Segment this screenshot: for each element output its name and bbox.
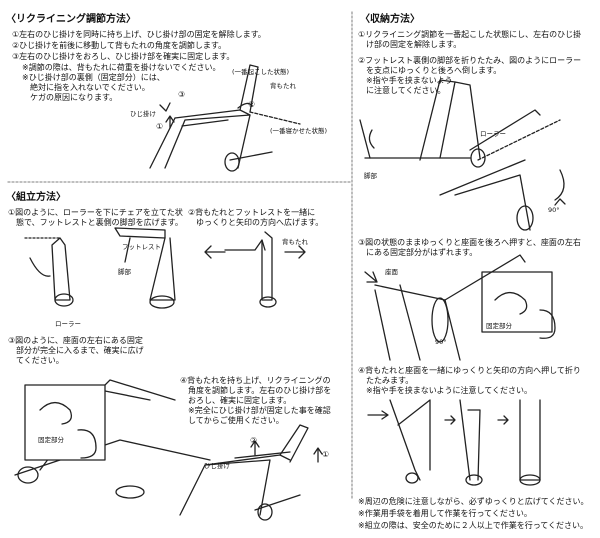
storage-fold-steps-drawing — [368, 400, 540, 485]
storage-seat-label: 座面 — [385, 268, 398, 276]
storage-roller-label: ローラー — [480, 130, 506, 138]
storage-step-4: ④背もたれと座面を一緒にゆっくりと矢印の方向へ押して折り たたみます。 ※指や手… — [358, 366, 581, 395]
assembly-step-4: ④背もたれを持ち上げ、リクライニングの 角度を調節します。左右のひじ掛け部を お… — [180, 376, 332, 425]
assembly-step-3: ③図のように、座面の左右にある固定 部分が完全に入るまで、確実に広げ てください… — [8, 336, 144, 365]
storage-angle-label-2: 90° — [435, 338, 447, 346]
assembly-footrest-label: フットレスト — [122, 243, 161, 251]
storage-unlock-drawing — [365, 255, 555, 360]
storage-angle-label-1: 90° — [548, 206, 560, 214]
assembly-heading: 〈組立方法〉 — [6, 192, 66, 203]
recline-num-2: ② — [248, 100, 256, 109]
recline-heading: 〈リクライニング調節方法〉 — [6, 14, 136, 25]
recline-num-1: ① — [156, 122, 164, 131]
assembly-step2-drawing — [205, 232, 305, 307]
recline-chair-drawing — [150, 65, 300, 171]
storage-heading: 〈収納方法〉 — [360, 14, 420, 25]
recline-backrest-label: 背もたれ — [270, 82, 296, 90]
storage-fold-drawing — [360, 80, 565, 230]
assembly-backrest-label: 背もたれ — [282, 238, 308, 246]
assembly-roller-label: ローラー — [55, 320, 81, 328]
recline-step-2: ②ひじ掛けを前後に移動して背もたれの角度を調節します。 — [12, 41, 227, 50]
assembly-step-1: ①図のように、ローラーを下にチェアを立てた状 態で、フットレストと裏側の脚部を広… — [8, 208, 183, 227]
recline-reclined-label: (一番寝かせた状態) — [270, 127, 328, 135]
storage-step-3: ③図の状態のままゆっくりと座面を後ろへ押すと、座面の左右 にある固定部分がはずれ… — [358, 238, 581, 257]
safety-note: ※作業用手袋を着用して作業を行ってください。 — [358, 509, 532, 518]
assembly-lock-label: 固定部分 — [38, 436, 64, 444]
assembly-step4-drawing — [180, 425, 322, 520]
recline-step-1: ①左右のひじ掛けを同時に持ち上げ、ひじ掛け部の固定を解除します。 — [12, 30, 266, 39]
recline-note: ※調節の際は、背もたれに荷重を掛けないでください。 ※ひじ掛け部の裏側（固定部分… — [22, 63, 221, 102]
assembly-step-2: ②背もたれとフットレストを一緒に ゆっくりと矢印の方向へ広げます。 — [188, 208, 324, 227]
storage-legs-label: 脚部 — [364, 172, 377, 180]
assembly-step3-drawing — [15, 380, 210, 498]
assembly-legs-label: 脚部 — [118, 268, 131, 276]
assembly-step1-drawing — [25, 228, 175, 308]
recline-armrest-label: ひじ掛け — [130, 110, 156, 118]
recline-step-3: ③左右のひじ掛けをおろし、ひじ掛け部を確実に固定します。 — [12, 52, 235, 61]
assembly-armrest-label: ひじ掛け — [204, 462, 230, 470]
storage-step-2: ②フットレスト裏側の脚部を折りたたみ、図のようにローラー を支点にゆっくりと後ろ… — [358, 56, 582, 95]
lock-detail-box — [25, 385, 105, 460]
assembly-num-1: ① — [322, 450, 330, 459]
storage-step-1: ①リクライニング調節を一番起こした状態にし、左右のひじ掛 け部の固定を解除します… — [358, 30, 582, 49]
recline-upright-label: (一番起こした状態) — [232, 68, 290, 76]
lock-detail-box — [482, 272, 552, 332]
recline-num-3: ③ — [178, 90, 186, 99]
safety-note: ※周辺の危険に注意しながら、必ずゆっくりと広げてください。 — [358, 497, 589, 506]
storage-lock-label: 固定部分 — [486, 322, 512, 330]
safety-note: ※組立の際は、安全のために２人以上で作業を行ってください。 — [358, 521, 589, 530]
assembly-num-2: ② — [250, 436, 258, 445]
